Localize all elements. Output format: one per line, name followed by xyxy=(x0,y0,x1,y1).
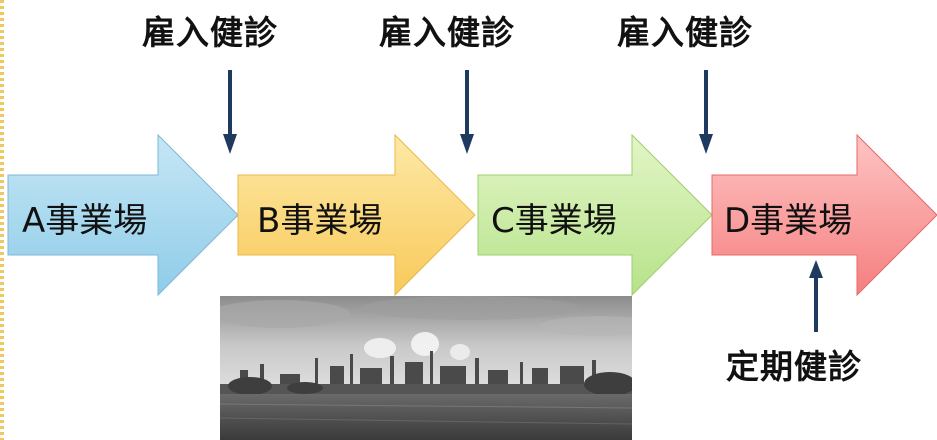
site-label-b: B事業場 xyxy=(257,201,383,241)
down-arrow-icon-1 xyxy=(223,70,237,154)
periodic-checkup-label: 定期健診 xyxy=(726,347,862,386)
site-label-c: C事業場 xyxy=(491,201,617,241)
down-arrow-icon-2 xyxy=(460,70,474,154)
hire-checkup-label-3: 雇入健診 xyxy=(617,13,753,52)
decorative-left-border xyxy=(0,0,4,440)
up-arrow-icon xyxy=(809,260,823,332)
hire-checkup-label-1: 雇入健診 xyxy=(142,13,278,52)
site-arrow-b xyxy=(237,133,476,297)
hire-checkup-label-2: 雇入健診 xyxy=(379,13,515,52)
site-arrow-c xyxy=(477,133,713,297)
site-label-a: A事業場 xyxy=(22,201,148,241)
down-arrow-icon-3 xyxy=(699,70,713,154)
workplace-flow xyxy=(7,133,937,297)
site-label-d: D事業場 xyxy=(724,201,853,241)
site-arrow-a xyxy=(7,133,239,297)
factory-landscape-photo xyxy=(220,296,632,440)
site-arrow-d xyxy=(711,133,937,297)
